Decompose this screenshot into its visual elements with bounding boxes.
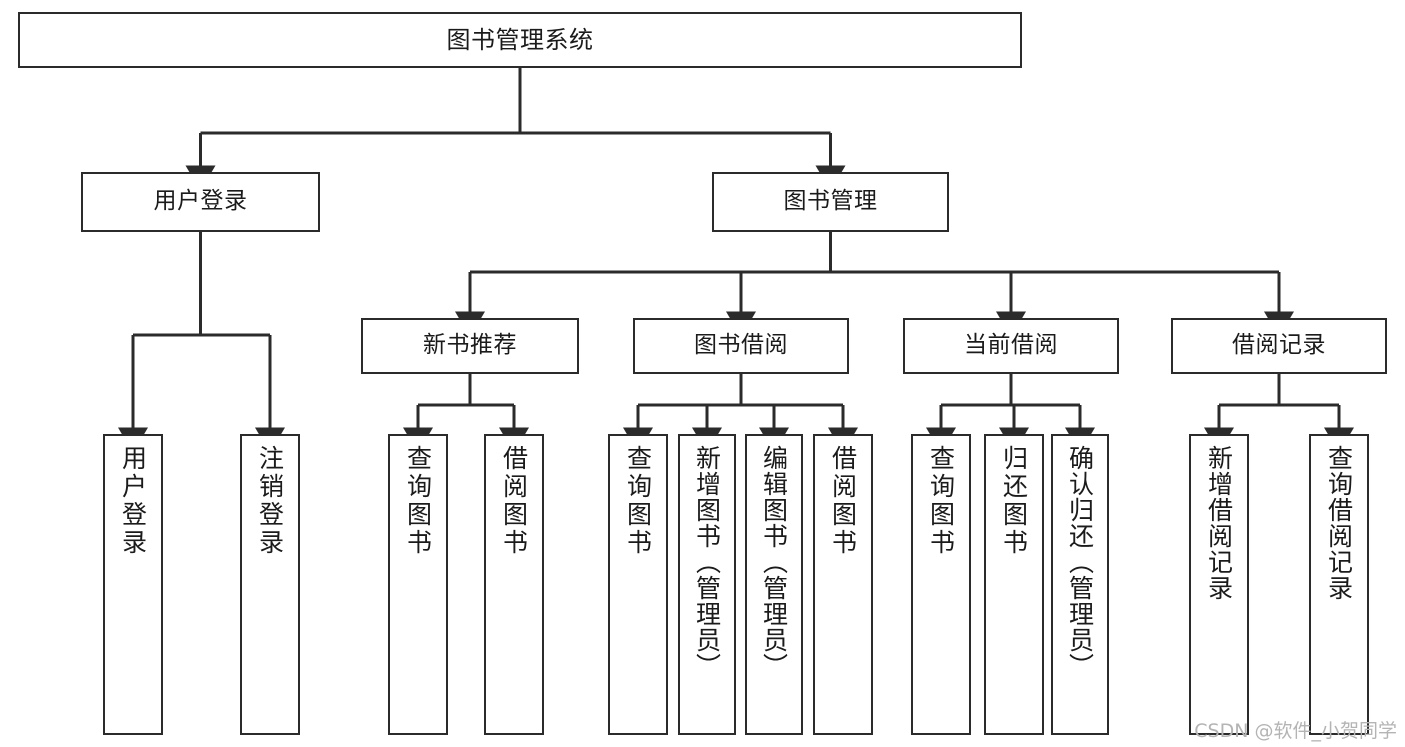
node-label-new_book_rec: 新书推荐 (423, 332, 517, 359)
node-label-leaf_edit_book: 编辑图书（管理员） (759, 445, 789, 679)
node-label-leaf_add_book: 新增图书（管理员） (692, 445, 722, 679)
node-label-leaf_query_rec: 查询借阅记录 (1324, 445, 1354, 601)
node-label-book_manage: 图书管理 (783, 188, 878, 215)
node-leaf_query_rec[interactable]: 查询借阅记录 (1309, 434, 1369, 735)
node-new_book_rec[interactable]: 新书推荐 (361, 318, 579, 374)
node-leaf_confirm[interactable]: 确认归还（管理员） (1051, 434, 1109, 735)
node-leaf_add_book[interactable]: 新增图书（管理员） (678, 434, 736, 735)
node-root[interactable]: 图书管理系统 (18, 12, 1022, 68)
node-book_borrow[interactable]: 图书借阅 (633, 318, 849, 374)
node-leaf_query_1[interactable]: 查询图书 (388, 434, 448, 735)
node-label-leaf_return: 归还图书 (999, 445, 1029, 557)
node-label-leaf_confirm: 确认归还（管理员） (1065, 445, 1095, 679)
node-label-leaf_borrow_2: 借阅图书 (828, 445, 858, 557)
node-leaf_add_rec[interactable]: 新增借阅记录 (1189, 434, 1249, 735)
watermark-text: CSDN @软件_小贺同学 (1194, 720, 1397, 742)
tree-edges (118, 68, 1354, 453)
node-leaf_edit_book[interactable]: 编辑图书（管理员） (745, 434, 803, 735)
node-label-book_borrow: 图书借阅 (694, 332, 788, 359)
node-label-root: 图书管理系统 (446, 25, 594, 54)
node-leaf_borrow_1[interactable]: 借阅图书 (484, 434, 544, 735)
node-leaf_user_login[interactable]: 用户登录 (103, 434, 163, 735)
node-leaf_return[interactable]: 归还图书 (984, 434, 1044, 735)
node-current_borrow[interactable]: 当前借阅 (903, 318, 1119, 374)
node-label-leaf_logout: 注销登录 (255, 445, 285, 557)
node-label-leaf_query_2: 查询图书 (623, 445, 653, 557)
node-borrow_record[interactable]: 借阅记录 (1171, 318, 1387, 374)
node-label-borrow_record: 借阅记录 (1232, 332, 1326, 359)
node-label-leaf_query_3: 查询图书 (926, 445, 956, 557)
node-book_manage[interactable]: 图书管理 (712, 172, 949, 232)
node-label-leaf_query_1: 查询图书 (403, 445, 433, 557)
node-label-current_borrow: 当前借阅 (964, 332, 1058, 359)
node-leaf_query_2[interactable]: 查询图书 (608, 434, 668, 735)
node-label-leaf_add_rec: 新增借阅记录 (1204, 445, 1234, 601)
node-label-user_login: 用户登录 (153, 188, 248, 215)
node-user_login[interactable]: 用户登录 (81, 172, 320, 232)
node-label-leaf_user_login: 用户登录 (118, 445, 148, 557)
node-leaf_query_3[interactable]: 查询图书 (911, 434, 971, 735)
node-leaf_logout[interactable]: 注销登录 (240, 434, 300, 735)
node-leaf_borrow_2[interactable]: 借阅图书 (813, 434, 873, 735)
node-label-leaf_borrow_1: 借阅图书 (499, 445, 529, 557)
